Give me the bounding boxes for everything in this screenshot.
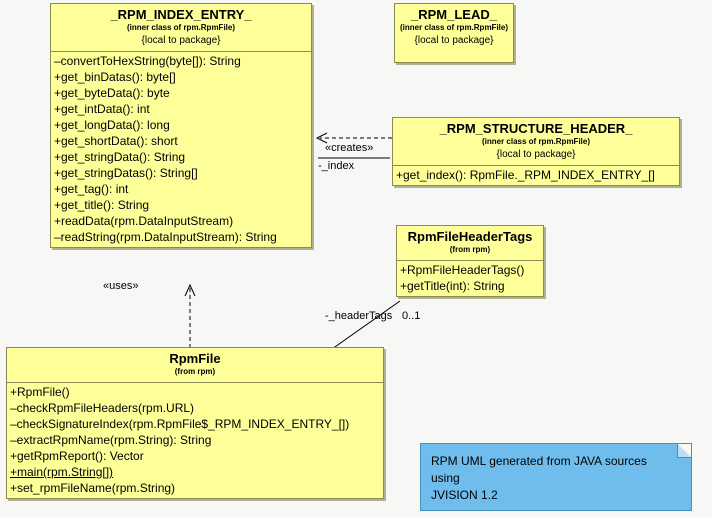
class-box-rpm-lead[interactable]: _RPM_LEAD_ (inner class of rpm.RpmFile) … <box>394 3 514 63</box>
class-member[interactable]: –extractRpmName(rpm.String): String <box>10 433 212 447</box>
class-header: RpmFileHeaderTags (from rpm) <box>397 226 543 261</box>
class-stereotype: (from rpm) <box>449 245 491 254</box>
class-members <box>395 51 513 62</box>
class-stereotype: (from rpm) <box>174 367 216 376</box>
note-line-1: RPM UML generated from JAVA sources usin… <box>431 454 647 485</box>
class-member[interactable]: +get_longData(): long <box>54 118 170 132</box>
class-header: _RPM_INDEX_ENTRY_ (inner class of rpm.Rp… <box>51 4 311 52</box>
class-box-rpm-file-header-tags[interactable]: RpmFileHeaderTags (from rpm) +RpmFileHea… <box>396 225 544 297</box>
class-member[interactable]: +get_binDatas(): byte[] <box>54 70 176 84</box>
class-stereotype: (inner class of rpm.RpmFile) <box>126 23 236 32</box>
class-member[interactable]: +get_stringDatas(): String[] <box>54 166 198 180</box>
class-member[interactable]: +RpmFileHeaderTags() <box>400 263 525 277</box>
class-member[interactable]: –checkRpmFileHeaders(rpm.URL) <box>10 401 195 415</box>
note-text: RPM UML generated from JAVA sources usin… <box>421 444 691 504</box>
edge-label-index-role: -_index <box>318 160 355 172</box>
class-member-static[interactable]: +main(rpm.String[]) <box>10 465 114 479</box>
class-member[interactable]: +get_intData(): int <box>54 102 150 116</box>
class-member[interactable]: +get_index(): RpmFile._RPM_INDEX_ENTRY_[… <box>396 168 655 182</box>
class-name: RpmFileHeaderTags <box>407 229 533 244</box>
class-members: +get_index(): RpmFile._RPM_INDEX_ENTRY_[… <box>393 166 679 185</box>
class-member[interactable]: +getRpmReport(): Vector <box>10 449 144 463</box>
class-member[interactable]: +readData(rpm.DataInputStream) <box>54 214 234 228</box>
class-name: _RPM_STRUCTURE_HEADER_ <box>439 121 633 136</box>
class-header: _RPM_LEAD_ (inner class of rpm.RpmFile) … <box>395 4 513 51</box>
class-header: _RPM_STRUCTURE_HEADER_ (inner class of r… <box>393 118 679 166</box>
class-members: +RpmFileHeaderTags() +getTitle(int): Str… <box>397 261 543 296</box>
class-visibility-note: {local to package} <box>496 149 576 160</box>
note-line-2: JVISION 1.2 <box>431 488 498 502</box>
class-stereotype: (inner class of rpm.RpmFile) <box>399 23 509 32</box>
class-name: _RPM_LEAD_ <box>411 7 497 22</box>
class-name: _RPM_INDEX_ENTRY_ <box>110 7 252 22</box>
class-box-rpm-index-entry[interactable]: _RPM_INDEX_ENTRY_ (inner class of rpm.Rp… <box>50 3 312 248</box>
edge-label-creates: «creates» <box>325 142 374 154</box>
class-member[interactable]: +get_byteData(): byte <box>54 86 170 100</box>
uses-dependency-line <box>184 283 196 348</box>
note-fold-corner-icon <box>677 444 691 458</box>
class-visibility-note: {local to package} <box>141 35 221 46</box>
edge-label-header-tags-multiplicity: 0..1 <box>402 310 421 322</box>
class-box-rpm-file[interactable]: RpmFile (from rpm) +RpmFile() –checkRpmF… <box>6 347 384 499</box>
class-member[interactable]: +get_stringData(): String <box>54 150 186 164</box>
class-member[interactable]: +get_title(): String <box>54 198 150 212</box>
header-tags-association-line <box>331 300 401 350</box>
edge-label-uses: «uses» <box>103 280 139 292</box>
class-name: RpmFile <box>169 351 221 366</box>
class-member[interactable]: +get_tag(): int <box>54 182 129 196</box>
class-member[interactable]: +getTitle(int): String <box>400 279 505 293</box>
class-member[interactable]: +RpmFile() <box>10 385 70 399</box>
class-members: +RpmFile() –checkRpmFileHeaders(rpm.URL)… <box>7 383 383 498</box>
class-visibility-note: {local to package} <box>414 35 494 46</box>
class-member[interactable]: –readString(rpm.DataInputStream): String <box>54 230 277 244</box>
class-stereotype: (inner class of rpm.RpmFile) <box>481 137 591 146</box>
class-members: –convertToHexString(byte[]): String +get… <box>51 52 311 247</box>
class-member[interactable]: +set_rpmFileName(rpm.String) <box>10 481 176 495</box>
class-member[interactable]: –checkSignatureIndex(rpm.RpmFile$_RPM_IN… <box>10 417 350 431</box>
class-member[interactable]: +get_shortData(): short <box>54 134 178 148</box>
edge-label-header-tags-role: -_headerTags <box>325 310 393 322</box>
class-header: RpmFile (from rpm) <box>7 348 383 383</box>
class-box-rpm-structure-header[interactable]: _RPM_STRUCTURE_HEADER_ (inner class of r… <box>392 117 680 186</box>
class-member[interactable]: –convertToHexString(byte[]): String <box>54 54 241 68</box>
diagram-note[interactable]: RPM UML generated from JAVA sources usin… <box>420 443 692 511</box>
